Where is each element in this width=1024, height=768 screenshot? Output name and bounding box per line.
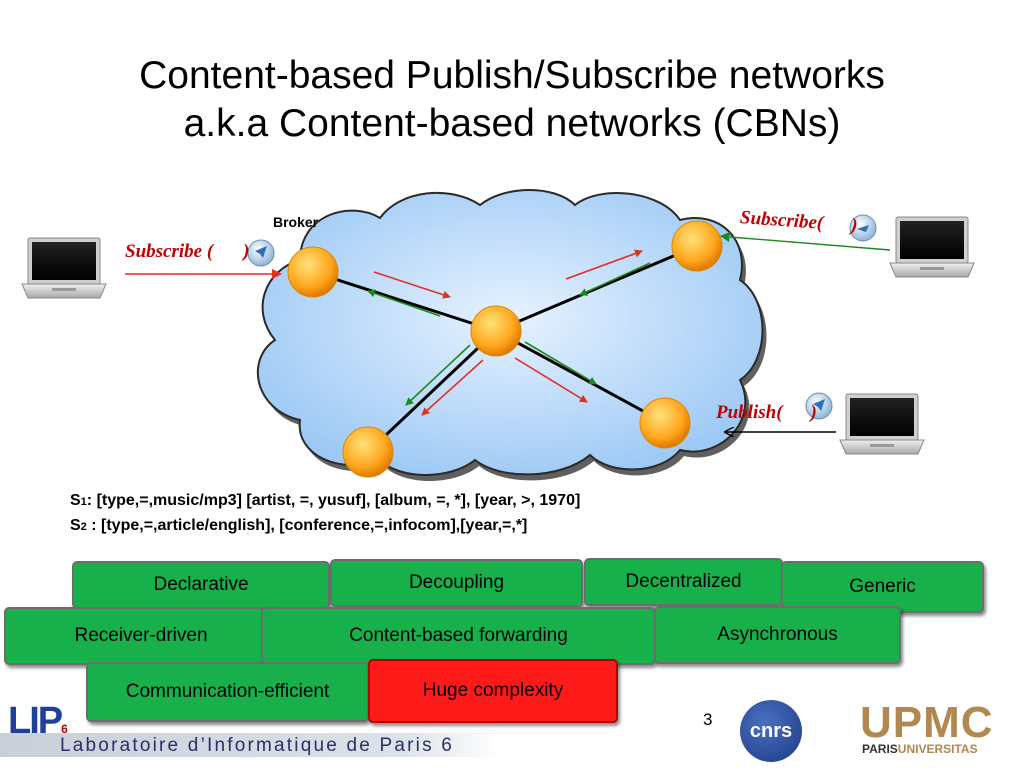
publish-close: ) (810, 402, 817, 423)
subscribe-left-label: Subscribe () (125, 241, 249, 263)
message-icon (247, 239, 275, 267)
laptop-icon (839, 393, 925, 455)
lip6-logo: LIP6 (8, 700, 68, 743)
flow-arrow-red (373, 271, 451, 299)
publish-label: Publish() (716, 402, 817, 424)
broker-links (312, 244, 698, 454)
broker-node (470, 305, 522, 357)
subscribe-left-text: Subscribe ( (125, 241, 214, 262)
upmc-logo: UPMC (860, 698, 994, 747)
property-content-based-forwarding: Content-based forwarding (261, 607, 656, 665)
upmc-sub-paris: PARIS (862, 742, 898, 756)
subscription-examples: S1: [type,=,music/mp3] [artist, =, yusuf… (70, 489, 580, 539)
subscribe-right-arrowhead (720, 232, 730, 242)
lip-logo-text: LIP (8, 700, 63, 742)
property-declarative: Declarative (72, 561, 330, 609)
link-left-broker (312, 270, 497, 333)
flow-arrow-red (421, 359, 484, 416)
s2-text: : [type,=,article/english], [conference,… (86, 517, 528, 534)
footer-band (0, 733, 500, 757)
laptop-icon (889, 216, 975, 278)
cnrs-logo: cnrs (740, 700, 802, 762)
upmc-subtitle: PARISUNIVERSITAS (862, 742, 978, 756)
flow-arrow-red (565, 249, 643, 280)
subscribe-right-arrow (729, 236, 891, 251)
page-number: 3 (703, 710, 713, 729)
flow-arrow-green (579, 262, 651, 296)
upmc-sub-universitas: UNIVERSITAS (897, 742, 978, 756)
broker-node (342, 426, 394, 478)
s1-index: 1 (80, 496, 87, 508)
laptop-icon (21, 237, 107, 299)
broker-node (639, 397, 691, 449)
property-asynchronous: Asynchronous (654, 606, 901, 664)
property-decentralized: Decentralized (584, 558, 783, 606)
property-communication-efficient: Communication-efficient (86, 662, 369, 722)
lab-name: Laboratoire d’Informatique de Paris 6 (60, 735, 455, 756)
title-line-2: a.k.a Content-based networks (CBNs) (183, 102, 841, 145)
broker-node (287, 246, 339, 298)
subscribe-right-close: ) (850, 214, 859, 237)
message-icon (849, 214, 877, 242)
subscription-s1: S1: [type,=,music/mp3] [artist, =, yusuf… (70, 489, 580, 514)
subscribe-left-close: ) (243, 241, 250, 262)
subscribe-left-arrowhead (272, 269, 282, 279)
broker-node (671, 220, 723, 272)
property-decoupling: Decoupling (330, 559, 583, 607)
link-bottom-right (495, 329, 666, 425)
broker-nodes (287, 220, 723, 478)
flow-arrow-green (524, 341, 597, 385)
slide-title: Content-based Publish/Subscribe networks… (0, 52, 1024, 148)
s1-prefix: S (70, 492, 81, 509)
subscription-s2: S2 : [type,=,article/english], [conferen… (70, 514, 580, 539)
message-icon (805, 392, 833, 420)
property-receiver-driven: Receiver-driven (4, 607, 278, 665)
s2-index: 2 (80, 521, 87, 533)
link-right-broker (495, 244, 698, 333)
flow-arrow-red (514, 357, 588, 403)
broker-label: Broker (273, 214, 319, 230)
title-line-1: Content-based Publish/Subscribe networks (139, 54, 885, 97)
subscribe-right-text: Subscribe( (739, 207, 824, 234)
s1-text: : [type,=,music/mp3] [artist, =, yusuf],… (86, 492, 581, 509)
flow-arrow-green (405, 344, 471, 406)
lip-logo-sup: 6 (61, 722, 68, 736)
property-huge-complexity: Huge complexity (368, 659, 618, 723)
s2-prefix: S (70, 517, 81, 534)
publish-text: Publish( (716, 402, 783, 423)
flow-arrow-green (367, 289, 441, 317)
property-generic: Generic (781, 561, 984, 613)
link-bottom-left (366, 329, 498, 454)
message-flow-arrows (367, 249, 651, 416)
